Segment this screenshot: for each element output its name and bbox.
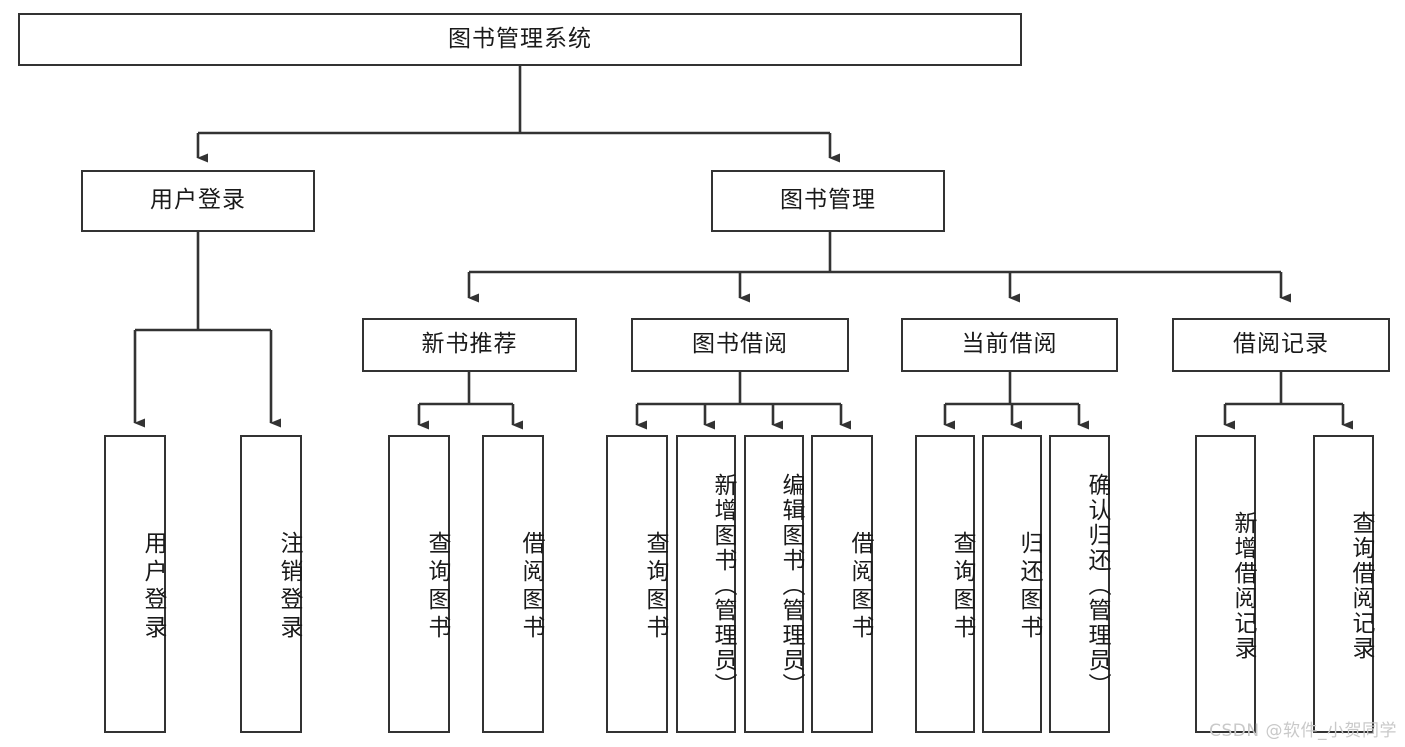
node-new-book-recommend[interactable]: 新书推荐: [362, 318, 577, 372]
node-root-system[interactable]: 图书管理系统: [18, 13, 1022, 66]
node-book-borrow[interactable]: 图书借阅: [631, 318, 849, 372]
leaf-current-query-book[interactable]: 查询图书: [915, 435, 975, 733]
leaf-borrow-add-book-admin[interactable]: 新增图书（管理员）: [676, 435, 736, 733]
leaf-borrow-borrow-book[interactable]: 借阅图书: [811, 435, 873, 733]
node-book-management[interactable]: 图书管理: [711, 170, 945, 232]
node-current-borrow[interactable]: 当前借阅: [901, 318, 1118, 372]
leaf-record-add-record[interactable]: 新增借阅记录: [1195, 435, 1256, 733]
node-borrow-record[interactable]: 借阅记录: [1172, 318, 1390, 372]
node-user-login[interactable]: 用户登录: [81, 170, 315, 232]
leaf-borrow-query-book[interactable]: 查询图书: [606, 435, 668, 733]
watermark-csdn: CSDN @软件_小贺同学: [1209, 721, 1397, 741]
leaf-recommend-query-book[interactable]: 查询图书: [388, 435, 450, 733]
leaf-current-confirm-return-admin[interactable]: 确认归还（管理员）: [1049, 435, 1110, 733]
leaf-borrow-edit-book-admin[interactable]: 编辑图书（管理员）: [744, 435, 804, 733]
leaf-current-return-book[interactable]: 归还图书: [982, 435, 1042, 733]
leaf-user-login-login[interactable]: 用户登录: [104, 435, 166, 733]
leaf-user-login-logout[interactable]: 注销登录: [240, 435, 302, 733]
leaf-recommend-borrow-book[interactable]: 借阅图书: [482, 435, 544, 733]
leaf-record-query-record[interactable]: 查询借阅记录: [1313, 435, 1374, 733]
